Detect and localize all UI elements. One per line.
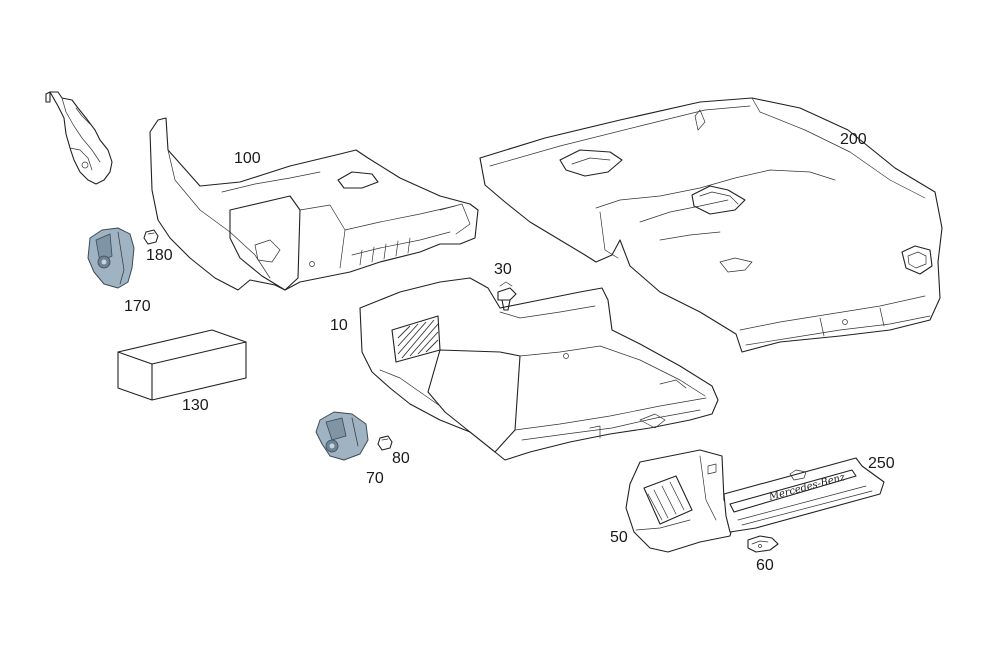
part-80-plug[interactable] <box>377 435 393 451</box>
callout-250: 250 <box>868 455 895 472</box>
part-30-clip[interactable] <box>497 281 517 311</box>
part-60-clip[interactable] <box>747 535 779 553</box>
part-10-floor-carpet[interactable] <box>359 277 719 461</box>
callout-60: 60 <box>756 557 774 574</box>
callout-130: 130 <box>182 397 209 414</box>
callout-80: 80 <box>392 450 410 467</box>
callout-10: 10 <box>330 317 348 334</box>
part-200-rear-floor-carpet[interactable] <box>479 97 943 353</box>
part-70-blue-bracket[interactable] <box>315 411 369 461</box>
callout-170: 170 <box>124 298 151 315</box>
part-250-sill-plate[interactable]: Mercedes-Benz <box>723 457 885 533</box>
callout-30: 30 <box>494 261 512 278</box>
part-100-front-floor-carpet[interactable] <box>149 117 479 291</box>
part-130-foam-block[interactable] <box>117 329 247 401</box>
callout-200: 200 <box>840 131 867 148</box>
bracket-assembly[interactable] <box>45 91 113 185</box>
part-50-trim-panel[interactable] <box>625 449 735 553</box>
callout-180: 180 <box>146 247 173 264</box>
callout-100: 100 <box>234 150 261 167</box>
part-170-blue-bracket[interactable] <box>87 227 135 289</box>
part-180-plug[interactable] <box>143 229 159 245</box>
callout-50: 50 <box>610 529 628 546</box>
callout-70: 70 <box>366 470 384 487</box>
hatched-panel <box>397 319 439 359</box>
